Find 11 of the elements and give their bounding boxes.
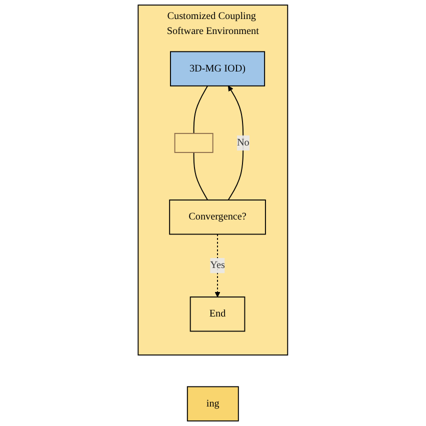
edge-label: Yes [210,260,225,271]
node-box: 3D-MG IOD) [170,51,266,86]
connector [193,85,208,134]
node-box [174,132,214,153]
node-box: ing [187,386,239,422]
arrow [228,86,244,200]
edge-label: No [237,137,250,148]
connector [193,152,208,200]
arrow [214,234,220,298]
node-box: End [190,296,246,332]
node-box: Convergence? [169,200,266,235]
